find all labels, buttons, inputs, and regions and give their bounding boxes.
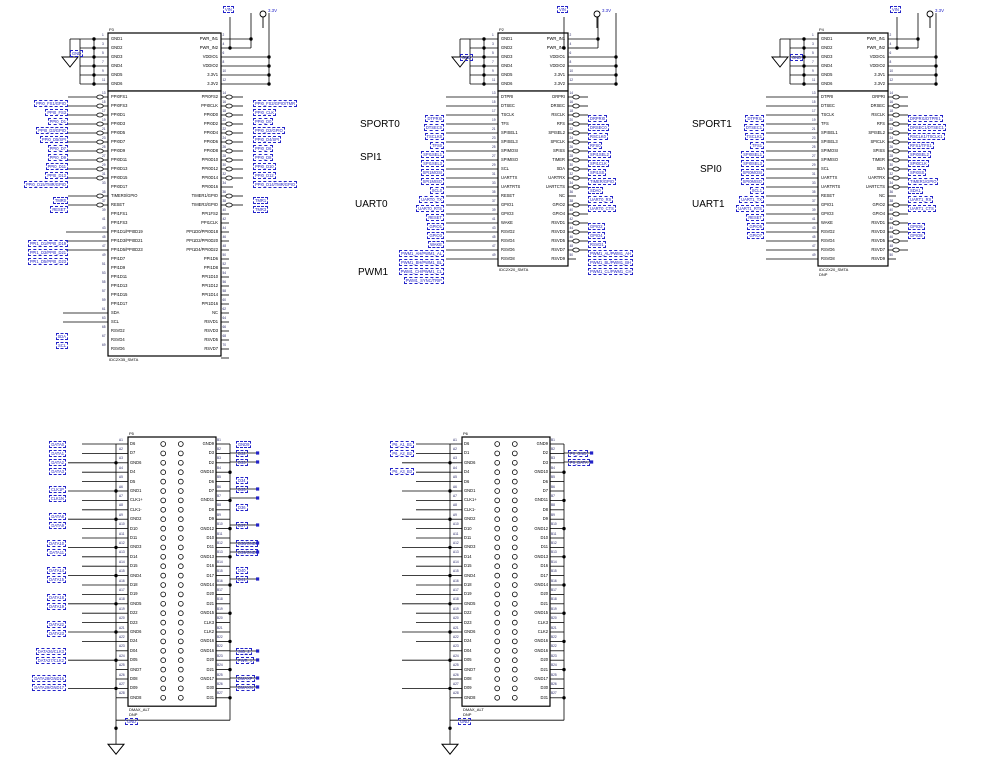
wire-layer xyxy=(60,10,938,756)
